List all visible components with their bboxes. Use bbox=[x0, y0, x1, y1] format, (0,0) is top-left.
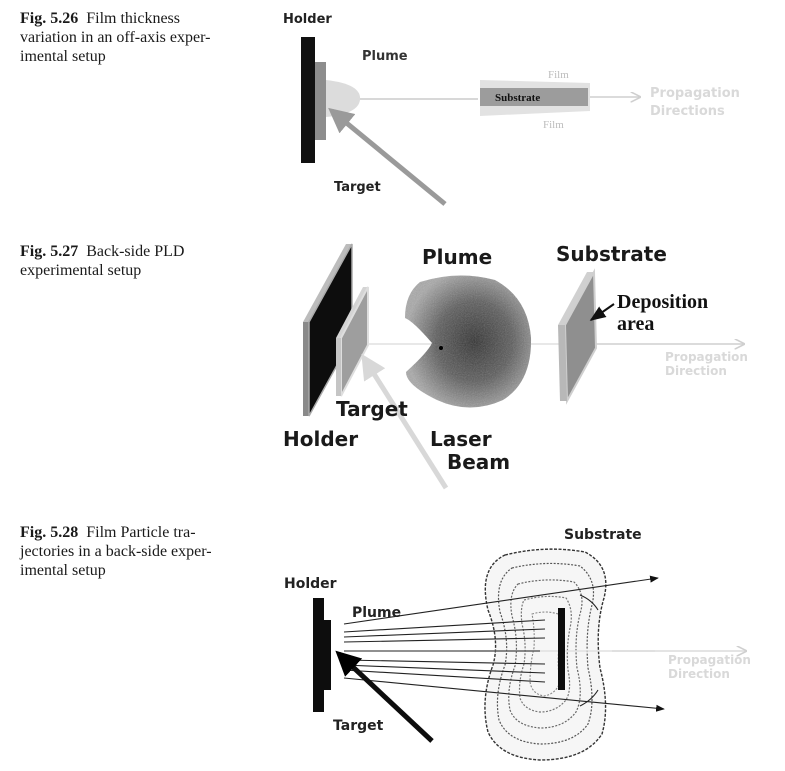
plume-label: Plume bbox=[352, 605, 401, 621]
fig-5-27-diagram: Plume Substrate Deposition area Propagat… bbox=[283, 242, 748, 490]
caption-line: variation in an off-axis exper- bbox=[20, 29, 211, 46]
propagation-label-line2: Direction bbox=[668, 667, 730, 681]
film-label-bottom: Film bbox=[543, 119, 564, 131]
laser-beam-arrow bbox=[361, 353, 449, 490]
holder-label: Holder bbox=[283, 12, 332, 27]
fig-5-28-diagram: Substrate Holder Plume Propagation Direc… bbox=[284, 527, 751, 761]
laser-arrow bbox=[328, 107, 447, 206]
holder-top-face bbox=[303, 244, 352, 322]
holder-label: Holder bbox=[284, 576, 337, 592]
fig-5-26-diagram: Holder Plume Substrate Film Film Propaga… bbox=[283, 12, 740, 206]
laser-label-line1: Laser bbox=[430, 427, 492, 451]
target-top-face bbox=[336, 287, 368, 338]
caption-line: Back-side PLD bbox=[86, 243, 185, 260]
figure-number: Fig. 5.27 bbox=[20, 243, 79, 260]
target-label: Target bbox=[333, 718, 384, 734]
substrate-label: Substrate bbox=[495, 92, 540, 104]
holder-plate bbox=[313, 598, 331, 712]
deposition-label-line1: Deposition bbox=[617, 291, 708, 313]
caption-line: imental setup bbox=[20, 562, 106, 579]
figure-number: Fig. 5.26 bbox=[20, 10, 79, 27]
propagation-label-line2: Direction bbox=[665, 364, 727, 378]
propagation-label-line2: Directions bbox=[650, 104, 725, 119]
deposit-contour-2 bbox=[496, 562, 595, 745]
deposit-contour-outer bbox=[484, 548, 607, 761]
deposit-contour-4 bbox=[518, 595, 572, 713]
plume-center-dot bbox=[439, 346, 443, 350]
laser-arrow bbox=[335, 650, 434, 743]
substrate-label: Substrate bbox=[564, 527, 642, 543]
substrate-top-face bbox=[558, 272, 594, 325]
target-label: Target bbox=[336, 397, 408, 421]
substrate-label: Substrate bbox=[556, 242, 667, 266]
film-label-top: Film bbox=[548, 69, 569, 81]
laser-label-line2: Beam bbox=[447, 450, 510, 474]
figure-number: Fig. 5.28 bbox=[20, 524, 79, 541]
caption-line: imental setup bbox=[20, 48, 106, 65]
caption-line: jectories in a back-side exper- bbox=[20, 543, 212, 560]
substrate-side-face bbox=[558, 325, 567, 401]
plume-shape bbox=[326, 80, 361, 117]
substrate-bar bbox=[558, 608, 565, 690]
deposition-arrow bbox=[589, 303, 615, 321]
propagation-label-line1: Propagation bbox=[668, 653, 751, 667]
caption-line: Film Particle tra- bbox=[86, 524, 196, 541]
holder-side-face bbox=[303, 322, 309, 416]
plume-label: Plume bbox=[362, 49, 408, 64]
deposition-label-line2: area bbox=[617, 313, 654, 335]
propagation-label-line1: Propagation bbox=[665, 350, 748, 364]
caption-line: experimental setup bbox=[20, 262, 142, 279]
fig-5-27-caption: Fig. 5.27 Back-side PLD experimental set… bbox=[20, 242, 260, 280]
target-plate bbox=[315, 62, 326, 140]
holder-plate bbox=[301, 37, 315, 163]
propagation-label-line1: Propagation bbox=[650, 86, 740, 101]
particle-trajectories bbox=[343, 575, 665, 712]
fig-5-26-caption: Fig. 5.26 Film thickness variation in an… bbox=[20, 9, 260, 66]
caption-line: Film thickness bbox=[86, 10, 180, 27]
holder-label: Holder bbox=[283, 427, 358, 451]
fig-5-28-caption: Fig. 5.28 Film Particle tra- jectories i… bbox=[20, 523, 260, 580]
target-side-face bbox=[336, 338, 341, 396]
substrate-bar bbox=[480, 88, 588, 106]
plume-label: Plume bbox=[422, 245, 492, 269]
plume-texture bbox=[405, 275, 532, 408]
target-label: Target bbox=[334, 180, 381, 195]
